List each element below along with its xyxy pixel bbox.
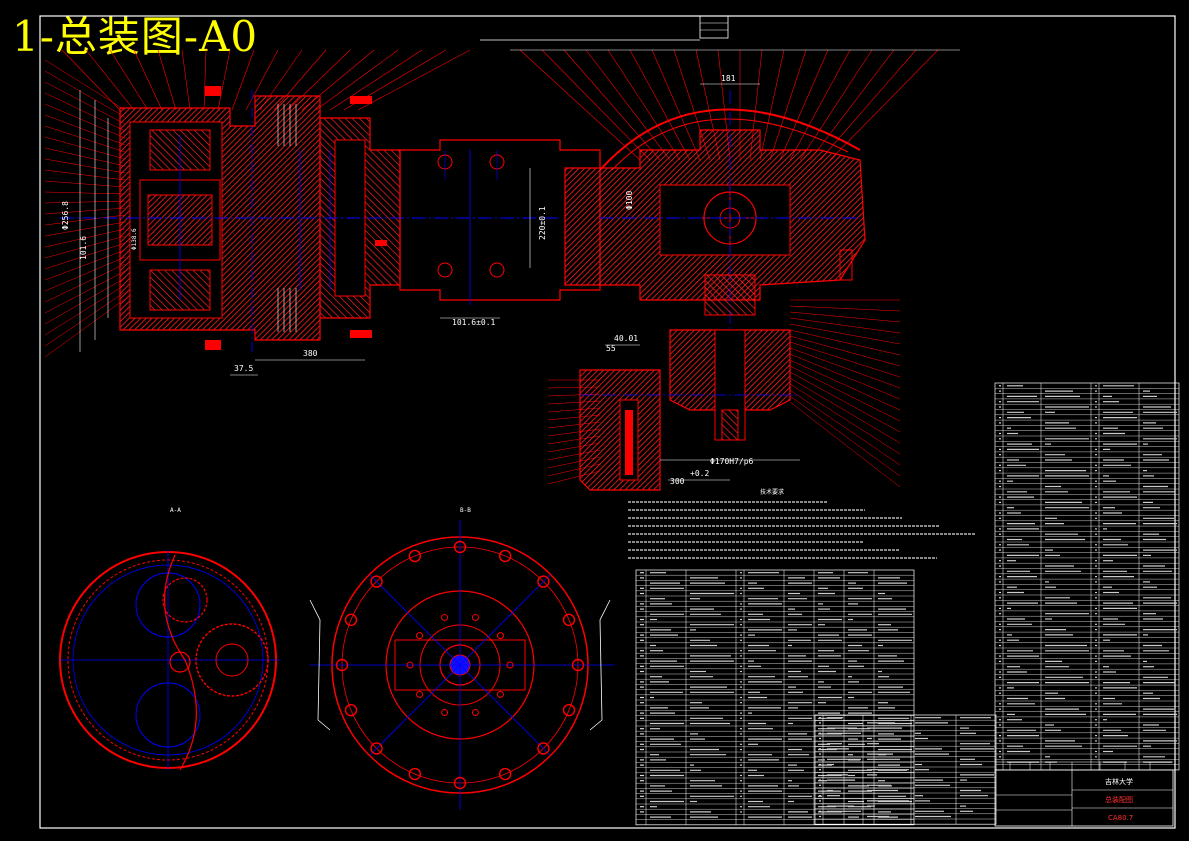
dim-shaft-len: 101.6±0.1 bbox=[452, 318, 496, 327]
dim-shaft-dia: Φ100 bbox=[625, 191, 634, 210]
view-label-left: A-A bbox=[170, 507, 181, 514]
sheet-border bbox=[39, 15, 1176, 829]
wheel-hub-view: B-B bbox=[309, 507, 615, 810]
hub-reducer-section: Φ256.8 101.6 380 37.5 Φ138.6 bbox=[60, 86, 560, 376]
parts-list-middle bbox=[814, 714, 997, 825]
dim-left-dia: Φ256.8 bbox=[61, 201, 70, 230]
parts-list-right bbox=[994, 382, 1180, 771]
top-balloon-leaders bbox=[44, 39, 960, 488]
dim-mid-height: 220±0.1 bbox=[538, 206, 547, 240]
title-block-code: CA80.7 bbox=[1108, 814, 1133, 822]
dim-bottom-offset: 37.5 bbox=[234, 364, 253, 373]
dim-left-height: 101.6 bbox=[79, 236, 88, 260]
dim-bottom-tol: +0.2 bbox=[690, 469, 709, 478]
dim-diff-top: 181 bbox=[721, 74, 736, 83]
tech-requirements: 技术要求 bbox=[628, 488, 976, 559]
title-block-drawing-name: 总装配图 bbox=[1105, 795, 1133, 804]
title-block-school: 吉林大学 bbox=[1105, 777, 1133, 786]
top-stamp bbox=[699, 15, 729, 39]
svg-text:技术要求: 技术要求 bbox=[760, 488, 784, 496]
dim-bottom-len: 300 bbox=[670, 477, 685, 486]
title-block: 吉林大学 总装配图 CA80.7 bbox=[994, 761, 1174, 827]
planetary-gear-view: A-A bbox=[59, 507, 280, 771]
dim-pinion-a: 40.01 bbox=[614, 334, 638, 343]
axle-housing: 220±0.1 101.6±0.1 bbox=[399, 139, 601, 327]
main-reducer-section: 181 40.01 55 Φ170H7/p6 300 +0.2 Φ100 bbox=[564, 74, 866, 491]
dim-bottom-dia: Φ170H7/p6 bbox=[710, 457, 754, 466]
drawing-title: 1-总装图-A0 bbox=[12, 12, 259, 61]
dim-pinion-b: 55 bbox=[606, 344, 616, 353]
view-label-right: B-B bbox=[460, 507, 471, 514]
dim-text-1: Φ138.6 bbox=[131, 228, 138, 250]
dim-hub-width: 380 bbox=[303, 349, 318, 358]
parts-list-left bbox=[635, 569, 915, 826]
